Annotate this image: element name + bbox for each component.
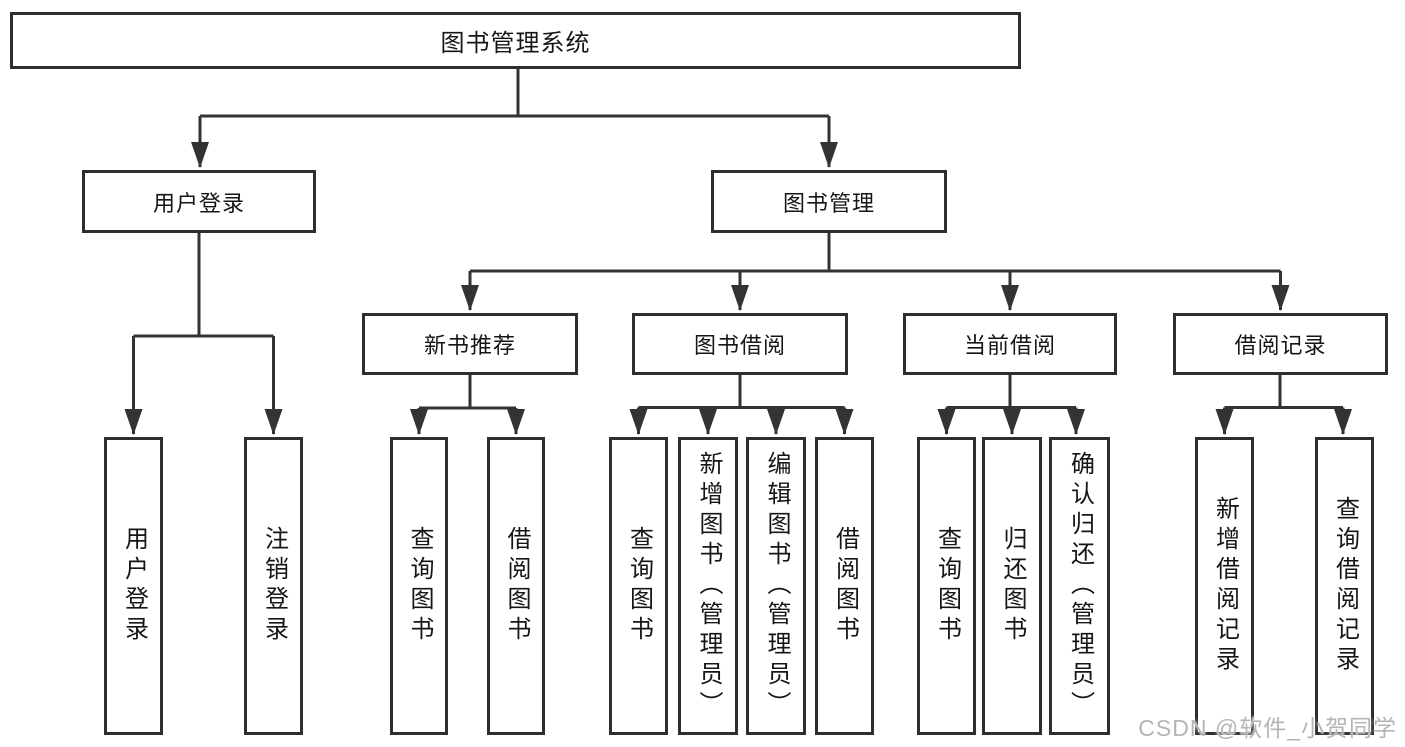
node-label: 新增图书（管理员） — [695, 451, 722, 721]
leaf-query-books-current: 查询图书 — [917, 437, 976, 735]
leaf-query-borrow-record: 查询借阅记录 — [1315, 437, 1374, 735]
node-book-management: 图书管理 — [711, 170, 947, 233]
node-label: 图书管理系统 — [440, 30, 591, 57]
node-label: 借阅图书 — [503, 526, 530, 646]
node-label: 确认归还（管理员） — [1066, 451, 1094, 721]
node-label: 图书借阅 — [693, 333, 786, 358]
leaf-return-books: 归还图书 — [982, 437, 1042, 735]
node-label: 用户登录 — [120, 526, 148, 646]
node-current-borrow: 当前借阅 — [903, 313, 1117, 375]
leaf-user-login: 用户登录 — [104, 437, 163, 735]
leaf-edit-books-admin: 编辑图书（管理员） — [746, 437, 806, 735]
node-label: 查询图书 — [625, 526, 653, 646]
leaf-query-books-recommend: 查询图书 — [390, 437, 448, 735]
node-new-book-recommend: 新书推荐 — [362, 313, 578, 375]
node-label: 借阅图书 — [831, 526, 859, 646]
node-label: 用户登录 — [152, 190, 245, 216]
leaf-logout: 注销登录 — [244, 437, 303, 735]
node-user-login-group: 用户登录 — [82, 170, 316, 233]
node-label: 归还图书 — [999, 526, 1026, 646]
node-label: 编辑图书（管理员） — [763, 451, 790, 721]
node-system-root: 图书管理系统 — [10, 12, 1021, 69]
node-borrow-records: 借阅记录 — [1173, 313, 1388, 375]
leaf-borrow-books-recommend: 借阅图书 — [487, 437, 545, 735]
node-label: 新书推荐 — [423, 333, 516, 358]
node-label: 注销登录 — [260, 526, 288, 646]
csdn-watermark: CSDN @软件_小贺同学 — [1138, 715, 1397, 741]
node-label: 新增借阅记录 — [1211, 496, 1239, 676]
node-label: 查询借阅记录 — [1331, 496, 1359, 676]
node-label: 当前借阅 — [963, 333, 1056, 358]
leaf-confirm-return-admin: 确认归还（管理员） — [1049, 437, 1110, 735]
node-label: 图书管理 — [782, 190, 875, 216]
node-label: 查询图书 — [406, 526, 433, 646]
node-label: 借阅记录 — [1234, 333, 1327, 358]
leaf-borrow-books: 借阅图书 — [815, 437, 874, 735]
leaf-add-borrow-record: 新增借阅记录 — [1195, 437, 1254, 735]
node-book-borrow: 图书借阅 — [632, 313, 848, 375]
leaf-query-books-borrow: 查询图书 — [609, 437, 668, 735]
leaf-add-books-admin: 新增图书（管理员） — [678, 437, 738, 735]
node-label: 查询图书 — [933, 526, 961, 646]
